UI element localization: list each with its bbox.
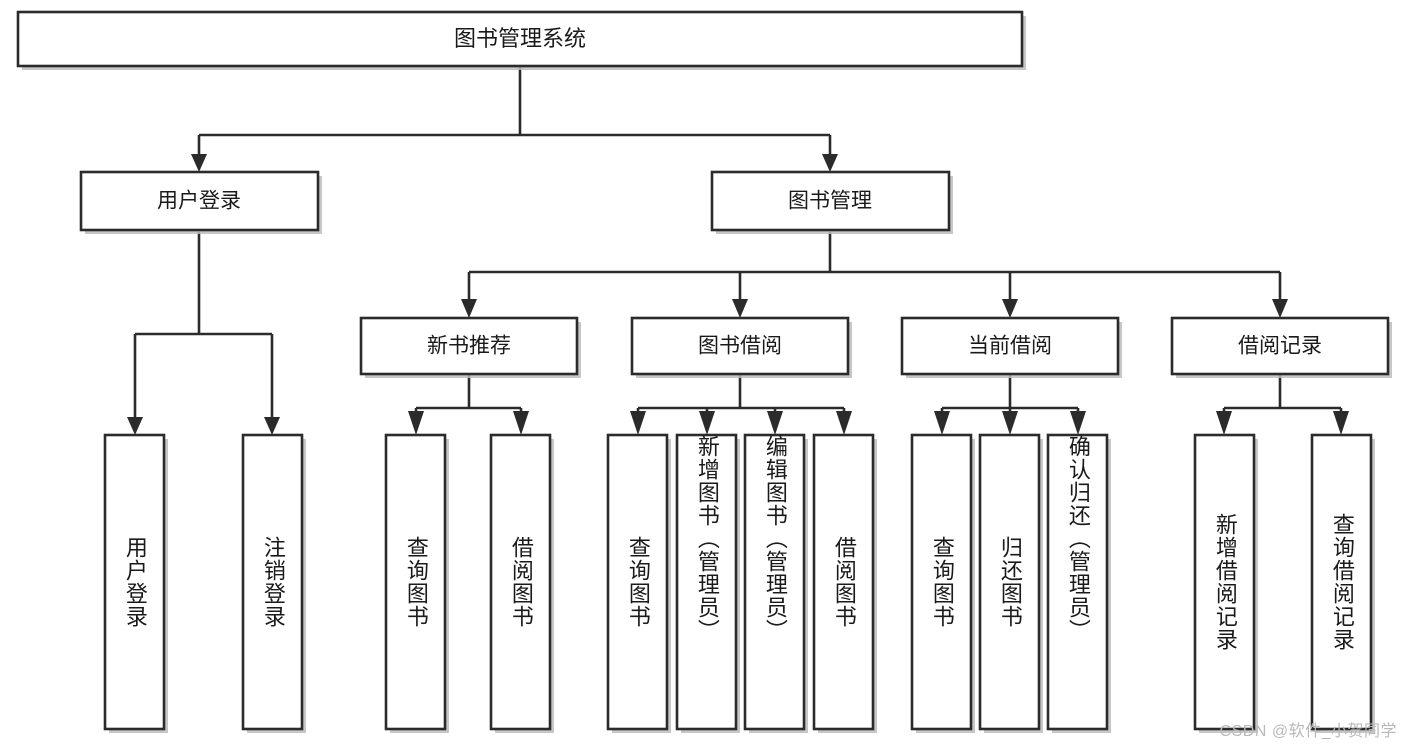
arrow-root-to-userlogin <box>191 154 207 172</box>
node-root[interactable]: 图书管理系统 <box>16 10 1026 70</box>
node-root-label: 图书管理系统 <box>454 26 586 51</box>
leaf-newbook-query[interactable] <box>384 433 449 733</box>
arrow-bookmgmt-child-3 <box>1002 299 1018 318</box>
arrow-borrowrecord-leaf-1 <box>1216 411 1232 435</box>
node-book-management[interactable]: 图书管理 <box>710 170 953 234</box>
leaf-bookborrow-query-box <box>606 433 669 731</box>
leaf-bookborrow-add-box <box>675 433 738 731</box>
leaf-user-login-logout-box <box>241 433 304 731</box>
node-borrow-record[interactable]: 借阅记录 <box>1170 316 1392 378</box>
arrow-bookborrow-leaf-2 <box>699 411 715 435</box>
arrow-bookborrow-leaf-4 <box>836 411 852 435</box>
leaf-currentborrow-query-box <box>910 433 973 731</box>
node-book-management-label: 图书管理 <box>788 190 872 213</box>
leaf-currentborrow-confirm[interactable] <box>1046 433 1111 733</box>
leaf-borrowrecord-query-box <box>1310 433 1373 731</box>
node-user-login[interactable]: 用户登录 <box>79 170 322 234</box>
node-current-borrow[interactable]: 当前借阅 <box>900 316 1122 378</box>
node-book-management-box <box>710 170 951 232</box>
leaf-user-login-login[interactable] <box>103 433 168 733</box>
leaf-bookborrow-edit-box <box>743 433 806 731</box>
leaf-newbook-query-box <box>384 433 447 731</box>
arrow-bookmgmt-child-2 <box>732 299 748 318</box>
arrow-newbook-leaf-1 <box>408 411 424 435</box>
node-current-borrow-box <box>900 316 1120 376</box>
arrow-root-to-bookmgmt <box>822 154 838 172</box>
node-user-login-label: 用户登录 <box>157 190 241 213</box>
node-new-book-recommend-label: 新书推荐 <box>427 335 511 358</box>
leaf-bookborrow-query[interactable] <box>606 433 671 733</box>
arrow-currentborrow-leaf-2 <box>1002 411 1018 435</box>
leaf-currentborrow-query[interactable] <box>910 433 975 733</box>
leaf-borrowrecord-add-box <box>1193 433 1256 731</box>
leaf-newbook-borrow[interactable] <box>489 433 554 733</box>
leaf-user-login-logout[interactable] <box>241 433 306 733</box>
node-current-borrow-label: 当前借阅 <box>968 335 1052 358</box>
watermark-csdn: CSDN @软件_小贺同学 <box>1219 723 1397 740</box>
leaf-bookborrow-add[interactable] <box>675 433 740 733</box>
node-borrow-record-label: 借阅记录 <box>1238 335 1322 358</box>
leaf-newbook-borrow-box <box>489 433 552 731</box>
arrow-currentborrow-leaf-3 <box>1070 411 1086 435</box>
node-new-book-recommend[interactable]: 新书推荐 <box>359 316 581 378</box>
arrow-bookborrow-leaf-1 <box>630 411 646 435</box>
leaf-bookborrow-borrow-box <box>812 433 875 731</box>
leaf-currentborrow-confirm-box <box>1046 433 1109 731</box>
leaf-borrowrecord-add[interactable] <box>1193 433 1258 733</box>
node-new-book-recommend-box <box>359 316 579 376</box>
arrow-borrowrecord-leaf-2 <box>1333 411 1349 435</box>
connectors-layer <box>127 66 1349 435</box>
node-book-borrow-box <box>630 316 850 376</box>
node-user-login-box <box>79 170 320 232</box>
arrow-currentborrow-leaf-1 <box>934 411 950 435</box>
arrow-userlogin-leaf-2 <box>264 417 280 435</box>
leaf-bookborrow-borrow[interactable] <box>812 433 877 733</box>
leaf-borrowrecord-query[interactable] <box>1310 433 1375 733</box>
node-book-borrow-label: 图书借阅 <box>698 335 782 358</box>
node-book-borrow[interactable]: 图书借阅 <box>630 316 852 378</box>
leaf-currentborrow-return-box <box>978 433 1041 731</box>
node-root-box <box>16 10 1024 68</box>
leaf-bookborrow-edit[interactable] <box>743 433 808 733</box>
node-borrow-record-box <box>1170 316 1390 376</box>
arrow-userlogin-leaf-1 <box>127 417 143 435</box>
leaf-currentborrow-return[interactable] <box>978 433 1043 733</box>
arrow-bookmgmt-child-4 <box>1272 299 1288 318</box>
arrow-bookborrow-leaf-3 <box>767 411 783 435</box>
leaf-user-login-login-box <box>103 433 166 731</box>
arrow-bookmgmt-child-1 <box>461 299 477 318</box>
arrow-newbook-leaf-2 <box>513 411 529 435</box>
